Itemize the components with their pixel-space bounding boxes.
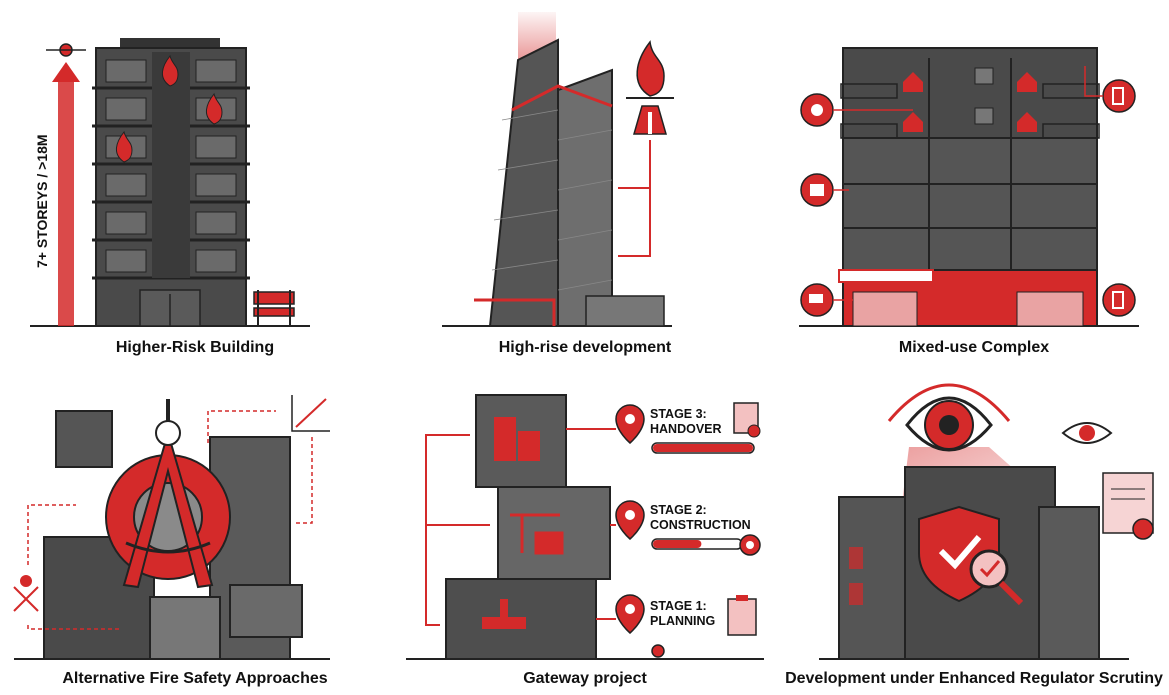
sprinkler-icon bbox=[800, 93, 834, 127]
scroll-icon bbox=[733, 402, 761, 438]
eye-icon bbox=[1061, 422, 1113, 444]
crane-icon bbox=[510, 513, 564, 555]
barrier-icon bbox=[253, 290, 295, 326]
stage-2-label: STAGE 2: CONSTRUCTION bbox=[650, 503, 751, 532]
foundation-icon bbox=[482, 599, 526, 629]
gear-icon bbox=[739, 534, 761, 556]
eye-icon bbox=[887, 383, 1011, 452]
fire-alarm-icon bbox=[800, 173, 834, 207]
office-building-icon bbox=[494, 417, 540, 461]
house-icon bbox=[903, 72, 1037, 132]
caption-mixed-use-complex: Mixed-use Complex bbox=[898, 339, 1050, 356]
cart-icon bbox=[800, 283, 834, 317]
magnifier-icon bbox=[969, 549, 1024, 606]
high-rise-illustration bbox=[442, 12, 674, 327]
panel-alternative-fire-safety: Alternative Fire Safety Approaches bbox=[0, 347, 390, 694]
caption-gateway-project: Gateway project bbox=[523, 670, 647, 687]
height-label: 7+ STOREYS / >18M bbox=[34, 134, 50, 268]
exit-icon bbox=[1102, 283, 1136, 317]
compass-gear-icon bbox=[105, 399, 231, 589]
stage-3-label: STAGE 3: HANDOVER bbox=[650, 407, 722, 436]
caption-regulator-scrutiny: Development under Enhanced Regulator Scr… bbox=[785, 670, 1163, 687]
certificate-icon bbox=[1102, 472, 1154, 540]
stage-2-progress-fill bbox=[653, 540, 702, 548]
alarm-beacon-icon bbox=[633, 105, 667, 135]
stage-1-label: STAGE 1: PLANNING bbox=[650, 599, 716, 628]
higher-risk-building-illustration bbox=[30, 38, 310, 327]
exit-icon bbox=[1102, 79, 1136, 113]
panel-regulator-scrutiny: Development under Enhanced Regulator Scr… bbox=[779, 347, 1169, 694]
regulator-scrutiny-illustration bbox=[819, 383, 1154, 660]
flow-arrows-icon bbox=[13, 575, 39, 612]
caption-higher-risk-building: Higher-Risk Building bbox=[115, 339, 275, 356]
gateway-project-illustration bbox=[406, 394, 764, 660]
panel-high-rise-development: High-rise development bbox=[390, 0, 780, 356]
stage-3-progress-fill bbox=[653, 444, 753, 452]
fire-icon bbox=[626, 40, 674, 99]
growth-chart-icon bbox=[291, 395, 330, 432]
alternative-fire-safety-illustration bbox=[13, 395, 330, 660]
panel-higher-risk-building: 7+ STOREYS / >18M Higher-Risk Building bbox=[0, 0, 390, 356]
fire-icon bbox=[116, 54, 223, 163]
caption-high-rise-development: High-rise development bbox=[498, 339, 672, 356]
map-pin-icon bbox=[615, 404, 665, 658]
caption-alternative-fire-safety: Alternative Fire Safety Approaches bbox=[62, 670, 328, 687]
clipboard-icon bbox=[727, 595, 757, 636]
panel-gateway-project: STAGE 3: HANDOVER STAGE 2: CONSTRUCTION … bbox=[390, 347, 780, 694]
mixed-use-illustration bbox=[799, 47, 1139, 327]
panel-mixed-use-complex: Mixed-use Complex bbox=[779, 0, 1169, 356]
